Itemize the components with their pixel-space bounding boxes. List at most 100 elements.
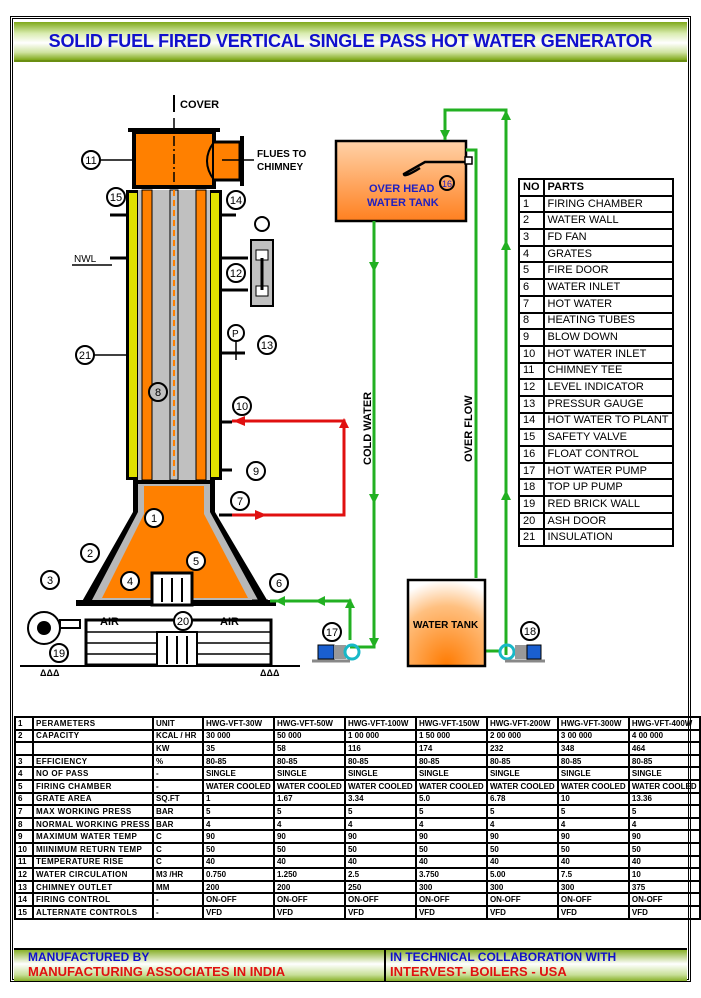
red-arrow — [339, 418, 349, 428]
svg-text:21: 21 — [79, 350, 91, 362]
callout-16: 16 — [439, 175, 455, 191]
spec-value: 0.750 — [202, 867, 275, 882]
part-number: 15 — [518, 428, 545, 447]
spec-value: HWG-VFT-50W — [272, 716, 346, 731]
spec-parameter: MAXIMUM WATER TEMP — [31, 829, 155, 844]
callout-18: 18 — [520, 621, 540, 641]
callout-19: 19 — [49, 643, 69, 663]
spec-value: VFD — [627, 904, 701, 920]
callout-14: 14 — [226, 190, 246, 210]
spec-value: SINGLE — [343, 766, 417, 781]
part-name: BLOW DOWN — [542, 328, 674, 347]
callout-1: 1 — [144, 508, 164, 528]
svg-text:4: 4 — [127, 576, 133, 588]
part-number: 6 — [518, 278, 545, 297]
spec-value: 90 — [202, 829, 275, 844]
spec-value: 40 — [556, 854, 630, 870]
spec-unit: C — [152, 841, 204, 857]
spec-value: 4 — [414, 816, 488, 832]
spec-unit: - — [152, 904, 204, 920]
air-right-label: AIR — [220, 616, 239, 628]
spec-value: 3.750 — [414, 867, 488, 882]
part-number: 9 — [518, 328, 545, 347]
svg-text:8: 8 — [155, 387, 161, 399]
spec-value: 40 — [202, 854, 275, 870]
collaboration-block: IN TECHNICAL COLLABORATION WITH INTERVES… — [386, 950, 687, 981]
callout-3: 3 — [40, 570, 60, 590]
svg-text:20: 20 — [177, 616, 189, 628]
part-number: 14 — [518, 411, 545, 431]
callout-13: 13 — [257, 335, 277, 355]
spec-value: 50 — [485, 841, 559, 857]
spec-parameter: PERAMETERS — [31, 716, 155, 731]
spec-parameter: MIINIMUM RETURN TEMP — [31, 841, 155, 857]
pressure-gauge: P — [227, 324, 245, 360]
air-left-label: AIR — [100, 616, 119, 628]
callout-9: 9 — [246, 461, 266, 481]
part-name: GRATES — [542, 244, 674, 264]
spec-value: 5 — [272, 804, 346, 819]
spec-unit: M3 /HR — [152, 867, 204, 882]
page-title: SOLID FUEL FIRED VERTICAL SINGLE PASS HO… — [48, 30, 653, 51]
spec-value: 5 — [414, 804, 488, 819]
cover-label: COVER — [180, 99, 219, 111]
spec-value: 3.34 — [343, 791, 417, 807]
spec-parameter: FIRING CONTROL — [31, 892, 155, 907]
spec-row-number: 15 — [14, 904, 34, 920]
spec-value: 80-85 — [343, 753, 417, 769]
part-number: 16 — [518, 445, 545, 464]
callout-21: 21 — [75, 345, 95, 365]
spec-value: WATER COOLED — [343, 779, 417, 794]
spec-parameter: MAX WORKING PRESS — [31, 804, 155, 819]
spec-value: 90 — [627, 829, 701, 844]
spec-value: VFD — [343, 904, 417, 920]
part-name: ASH DOOR — [542, 511, 674, 531]
spec-value: 58 — [272, 741, 346, 756]
spec-value: HWG-VFT-30W — [202, 716, 275, 731]
spec-parameter: CHIMNEY OUTLET — [31, 879, 155, 895]
spec-value: 4 — [343, 816, 417, 832]
svg-text:17: 17 — [326, 627, 338, 639]
part-name: HOT WATER INLET — [542, 344, 674, 364]
top-up-pump — [498, 643, 545, 663]
spec-row-number: 14 — [14, 892, 34, 907]
spec-value: WATER COOLED — [485, 779, 559, 794]
spec-row-number: 7 — [14, 804, 34, 819]
manufacturer-block: MANUFACTURED BY MANUFACTURING ASSOCIATES… — [14, 950, 386, 981]
part-number: 19 — [518, 495, 545, 514]
spec-unit: KW — [152, 741, 204, 756]
spec-value: 116 — [343, 741, 417, 756]
svg-text:5: 5 — [193, 556, 199, 568]
red-arrow — [255, 510, 267, 520]
callout-4: 4 — [120, 571, 140, 591]
svg-text:14: 14 — [230, 195, 242, 207]
spec-unit: - — [152, 892, 204, 907]
flues-label-2: CHIMNEY — [257, 162, 303, 173]
svg-text:2: 2 — [87, 548, 93, 560]
spec-parameter: EFFICIENCY — [31, 753, 155, 769]
spec-value: 40 — [343, 854, 417, 870]
spec-value: 375 — [627, 879, 701, 895]
callout-7: 7 — [230, 491, 250, 511]
spec-value: 40 — [272, 854, 346, 870]
part-name: PRESSUR GAUGE — [542, 394, 674, 414]
spec-row-number: 8 — [14, 816, 34, 832]
spec-row-number: 11 — [14, 854, 34, 870]
svg-text:11: 11 — [85, 155, 96, 167]
spec-value: 4 — [627, 816, 701, 832]
collaboration-label: IN TECHNICAL COLLABORATION WITH — [390, 950, 617, 964]
spec-value: ON-OFF — [556, 892, 630, 907]
svg-text:9: 9 — [253, 466, 259, 478]
water-tank: WATER TANK — [406, 578, 487, 668]
spec-unit: - — [152, 779, 204, 794]
spec-value: 50 — [414, 841, 488, 857]
part-name: FLOAT CONTROL — [542, 445, 674, 464]
spec-row-number: 13 — [14, 879, 34, 895]
